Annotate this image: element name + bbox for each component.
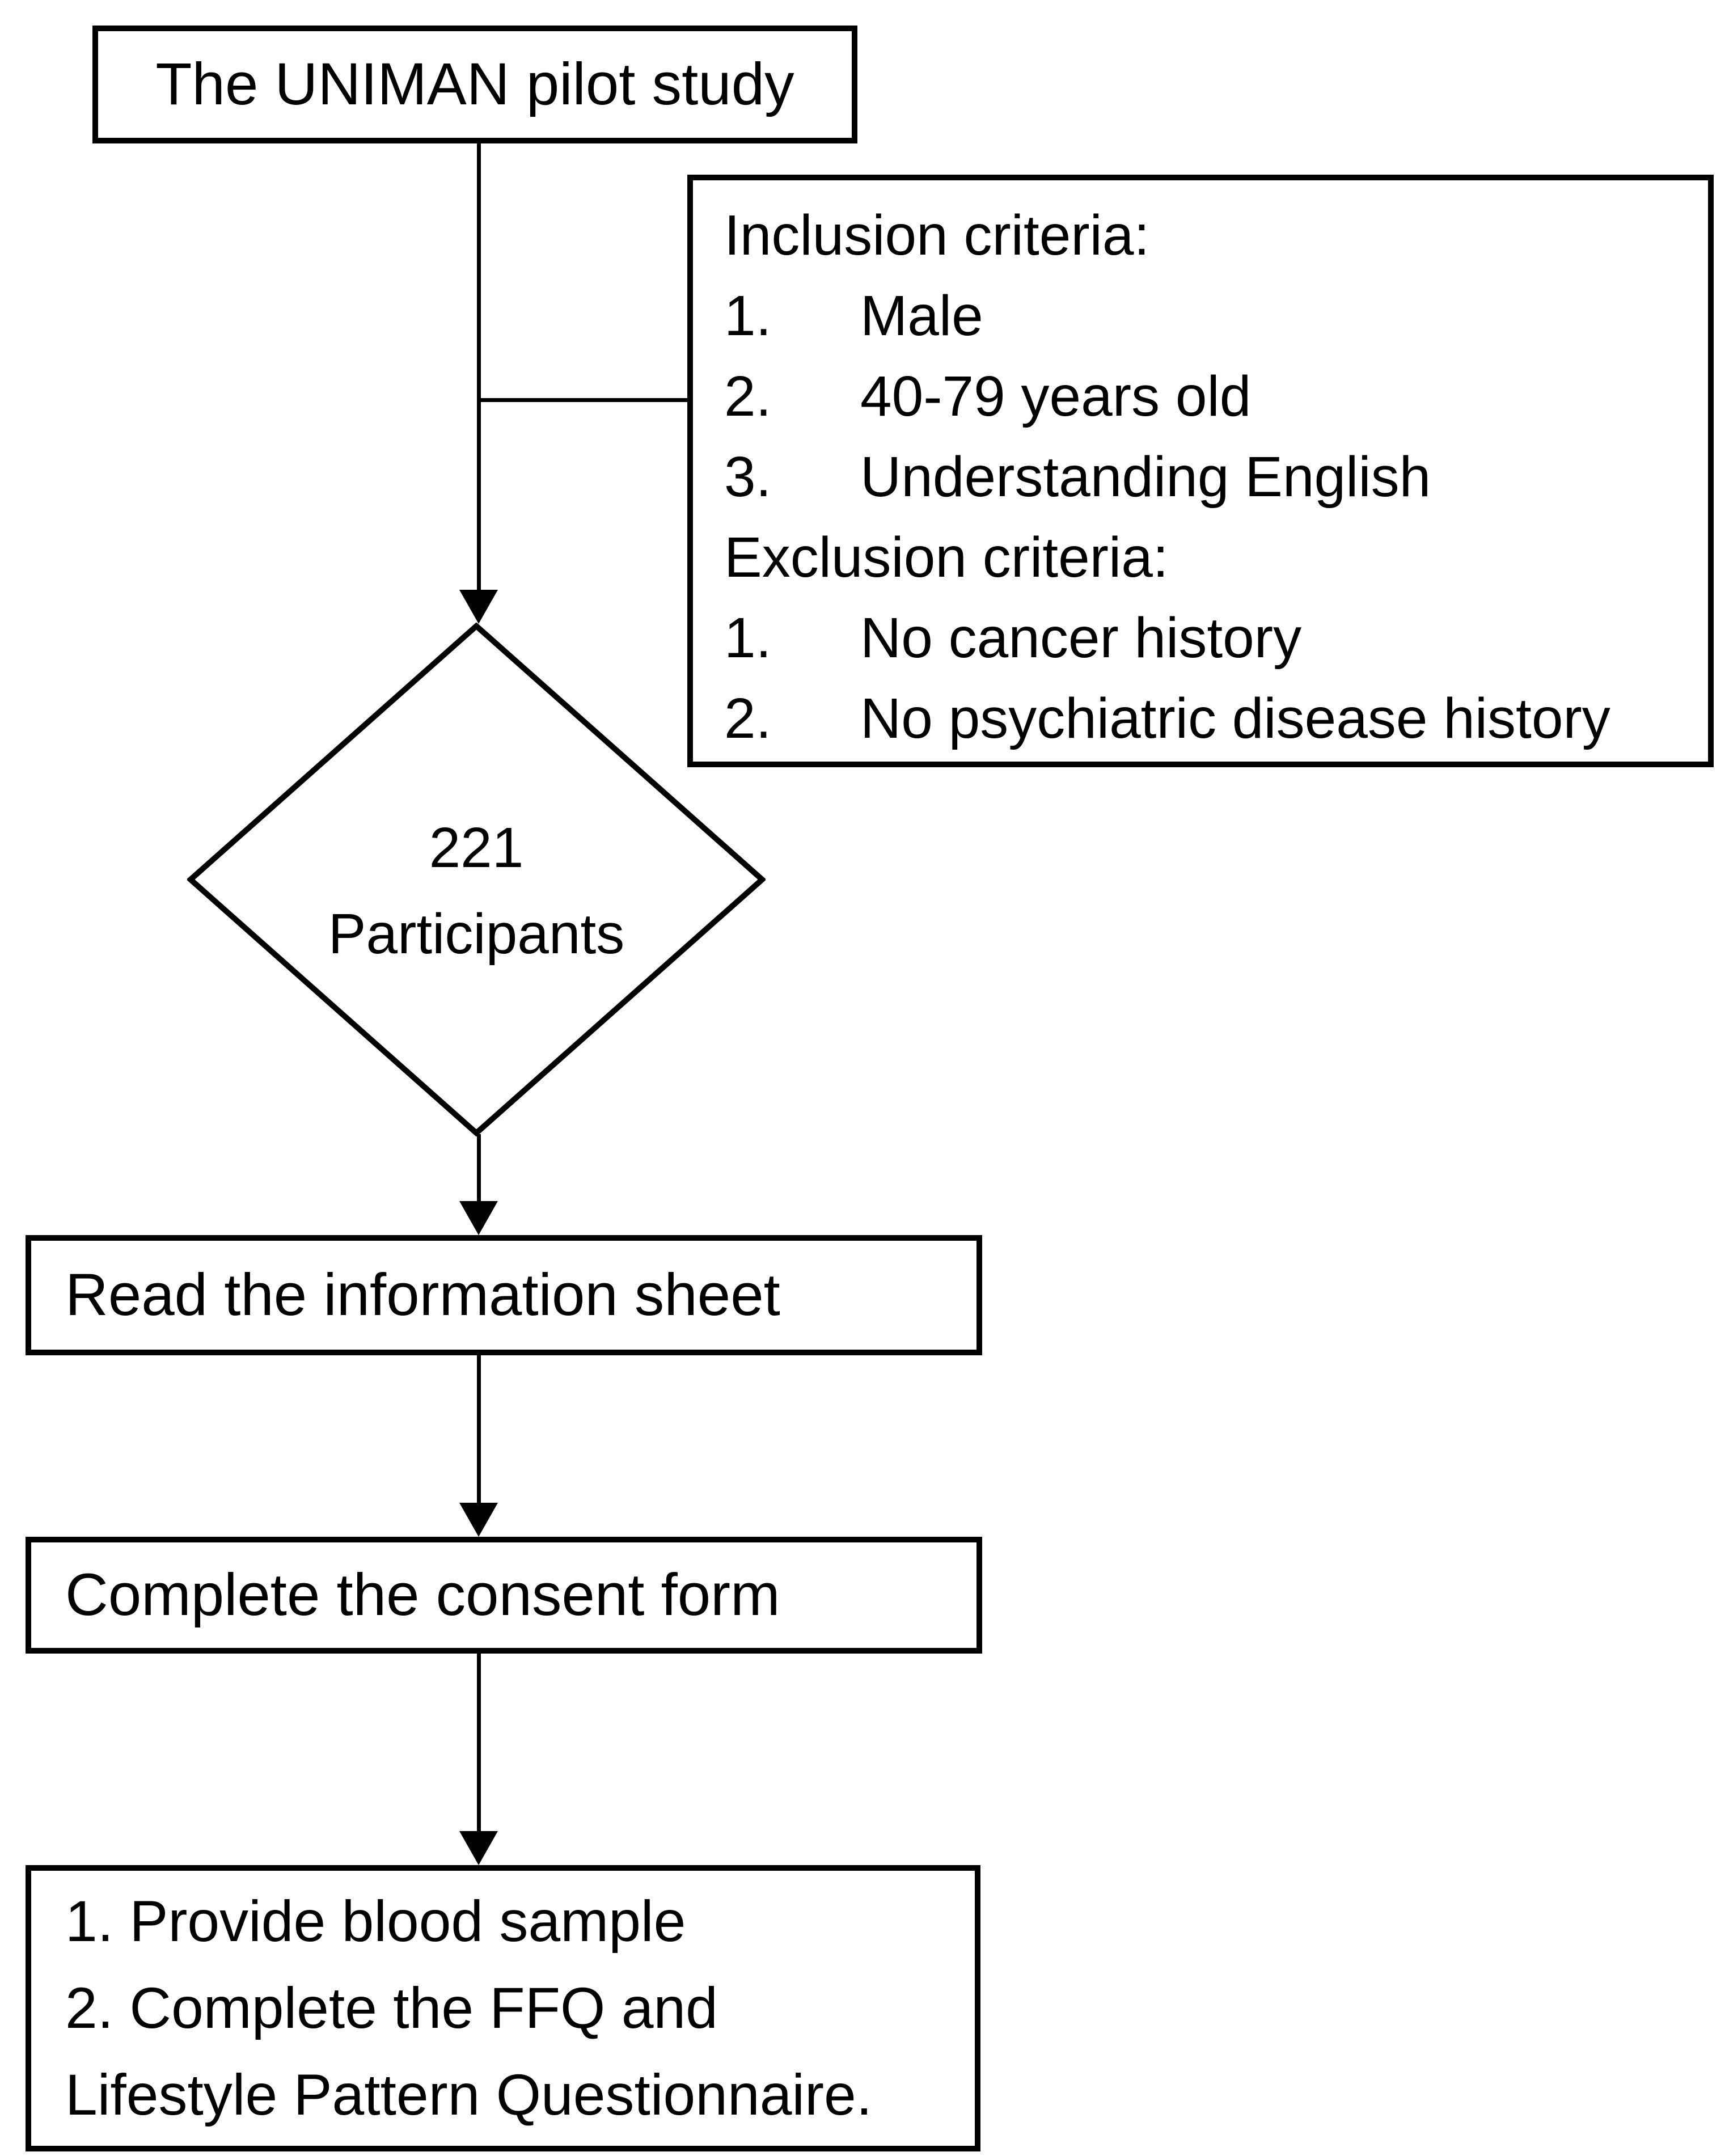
criteria-line-text: No psychiatric disease history xyxy=(860,687,1610,750)
arrowhead-down-icon xyxy=(459,1831,498,1865)
procedures-line: Lifestyle Pattern Questionnaire. xyxy=(65,2062,873,2127)
read-info-sheet-box: Read the information sheet xyxy=(26,1235,982,1355)
criteria-line: 1. Male xyxy=(724,276,1697,356)
participants-diamond-label: 221 Participants xyxy=(187,623,766,1136)
criteria-line-text: Male xyxy=(860,284,983,348)
participants-word: Participants xyxy=(328,902,625,966)
procedures-line: 2. Complete the FFQ and xyxy=(65,1976,718,2040)
criteria-box: Inclusion criteria: 1. Male 2. 40-79 yea… xyxy=(687,175,1714,767)
criteria-line: 2. No psychiatric disease history xyxy=(724,678,1697,759)
criteria-line: 1. No cancer history xyxy=(724,598,1697,678)
criteria-line-text: 40-79 years old xyxy=(860,365,1252,428)
procedures-box: 1. Provide blood sample 2. Complete the … xyxy=(26,1865,980,2151)
connector-read-to-consent xyxy=(477,1355,481,1505)
read-info-sheet-label: Read the information sheet xyxy=(65,1262,780,1328)
connector-participants-to-read xyxy=(477,1134,481,1203)
criteria-line-number: 2. xyxy=(724,365,772,428)
connector-study-to-participants xyxy=(477,143,481,595)
connector-branch-to-criteria xyxy=(477,398,690,402)
connector-consent-to-procedures xyxy=(477,1654,481,1833)
arrowhead-down-icon xyxy=(459,1201,498,1235)
consent-form-box: Complete the consent form xyxy=(26,1537,982,1654)
consent-form-label: Complete the consent form xyxy=(65,1562,780,1628)
criteria-line: 2. 40-79 years old xyxy=(724,356,1697,437)
criteria-line-text: No cancer history xyxy=(860,606,1302,670)
criteria-line-text: Inclusion criteria: xyxy=(724,204,1150,267)
criteria-line-number: 1. xyxy=(724,284,772,348)
criteria-line-number: 3. xyxy=(724,445,772,509)
procedures-line: 1. Provide blood sample xyxy=(65,1889,686,1954)
study-title-label: The UNIMAN pilot study xyxy=(155,51,794,117)
criteria-line: Exclusion criteria: xyxy=(724,517,1697,598)
study-title-box: The UNIMAN pilot study xyxy=(92,26,857,143)
arrowhead-down-icon xyxy=(459,590,498,624)
criteria-line-text: Understanding English xyxy=(860,445,1431,509)
criteria-line-number: 2. xyxy=(724,687,772,750)
arrowhead-down-icon xyxy=(459,1503,498,1537)
criteria-line-number: 1. xyxy=(724,606,772,670)
participants-diamond-shape xyxy=(187,623,766,1136)
criteria-line-text: Exclusion criteria: xyxy=(724,526,1169,589)
criteria-line: Inclusion criteria: xyxy=(724,195,1697,276)
participants-count: 221 xyxy=(429,816,524,880)
criteria-line: 3. Understanding English xyxy=(724,437,1697,517)
diamond-outline xyxy=(187,623,766,1136)
